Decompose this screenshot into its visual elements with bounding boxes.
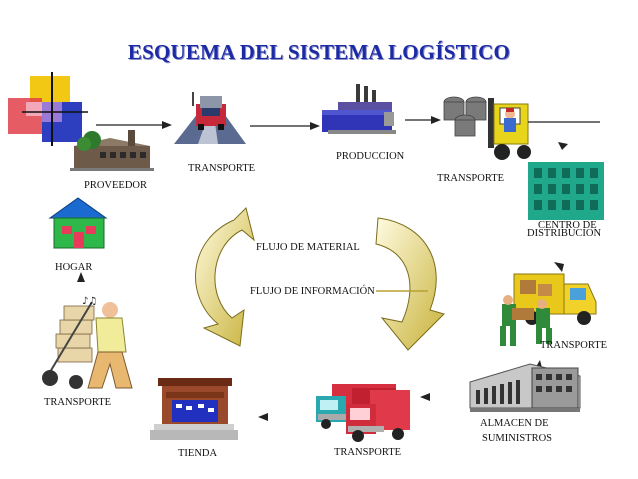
store-building-icon (150, 378, 238, 440)
arrow-up-icon (77, 272, 85, 282)
flujo-informacion-label: FLUJO DE INFORMACIÓN (250, 286, 375, 297)
almacen-label-line1: ALMACEN DE (480, 418, 549, 429)
arrow-left-icon (420, 393, 430, 401)
almacen-label-line2: SUMINISTROS (482, 433, 553, 444)
transporte-3-label: TRANSPORTE (540, 340, 608, 351)
production-plant-icon (322, 84, 396, 134)
transporte-2-label: TRANSPORTE (437, 173, 505, 184)
arrow-right-icon (96, 121, 172, 129)
factory-building-icon (70, 130, 154, 171)
transporte-5-label: TRANSPORTE (44, 397, 112, 408)
cycle-arrow-right-icon (375, 217, 445, 351)
diagram-title: ESQUEMA DEL SISTEMA LOGÍSTICO (127, 40, 511, 64)
svg-text:♪♫: ♪♫ (82, 296, 97, 307)
mover-hand-truck-icon: ♪♫ (42, 296, 133, 389)
centro-distribucion-label-line1: CENTRO DE (538, 220, 597, 231)
arrow-right-icon (250, 122, 320, 130)
information-flow-line (376, 290, 428, 292)
abstract-color-blocks-icon (8, 72, 88, 146)
centro-distribucion-label-line2: DISTRIBUCION (527, 228, 602, 239)
proveedor-label: PROVEEDOR (84, 180, 148, 191)
transporte-4-label: TRANSPORTE (334, 447, 402, 458)
cycle-arrow-left-icon (195, 207, 255, 347)
house-icon (48, 197, 108, 249)
arrow-down-icon (554, 262, 564, 272)
distribution-center-icon (528, 162, 604, 220)
arrow-left-icon (258, 413, 268, 421)
produccion-label: PRODUCCION (336, 151, 405, 162)
tienda-label: TIENDA (178, 448, 218, 459)
delivery-van-workers-icon (500, 273, 597, 346)
flujo-material-label: FLUJO DE MATERIAL (256, 242, 360, 253)
two-trucks-icon (316, 384, 410, 442)
forklift-barrels-icon (443, 96, 600, 160)
arrow-down-left-icon (558, 142, 568, 150)
arrow-right-icon (405, 116, 441, 124)
supply-warehouse-icon (469, 363, 581, 412)
hogar-label: HOGAR (55, 262, 93, 273)
transporte-1-label: TRANSPORTE (188, 163, 256, 174)
semi-truck-road-icon (174, 92, 246, 144)
